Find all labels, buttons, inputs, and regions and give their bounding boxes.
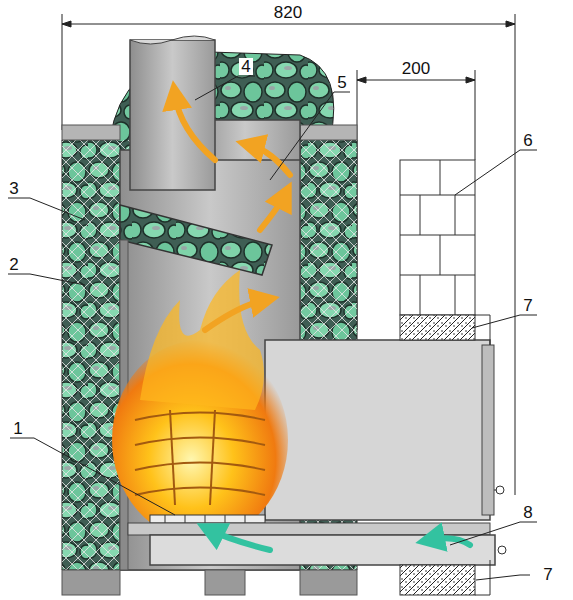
callout-number: 6 bbox=[521, 132, 534, 149]
callout-number: 7 bbox=[541, 566, 554, 583]
callout-number: 7 bbox=[521, 297, 534, 314]
callout-number: 3 bbox=[7, 180, 20, 197]
dimension: 820 bbox=[272, 4, 304, 21]
callout-number: 8 bbox=[521, 504, 534, 521]
dimension: 200 bbox=[400, 60, 432, 77]
callout-number: 1 bbox=[11, 420, 24, 437]
callout-number: 5 bbox=[335, 74, 348, 91]
callout-number: 4 bbox=[239, 58, 252, 75]
callout-number: 2 bbox=[7, 256, 20, 273]
